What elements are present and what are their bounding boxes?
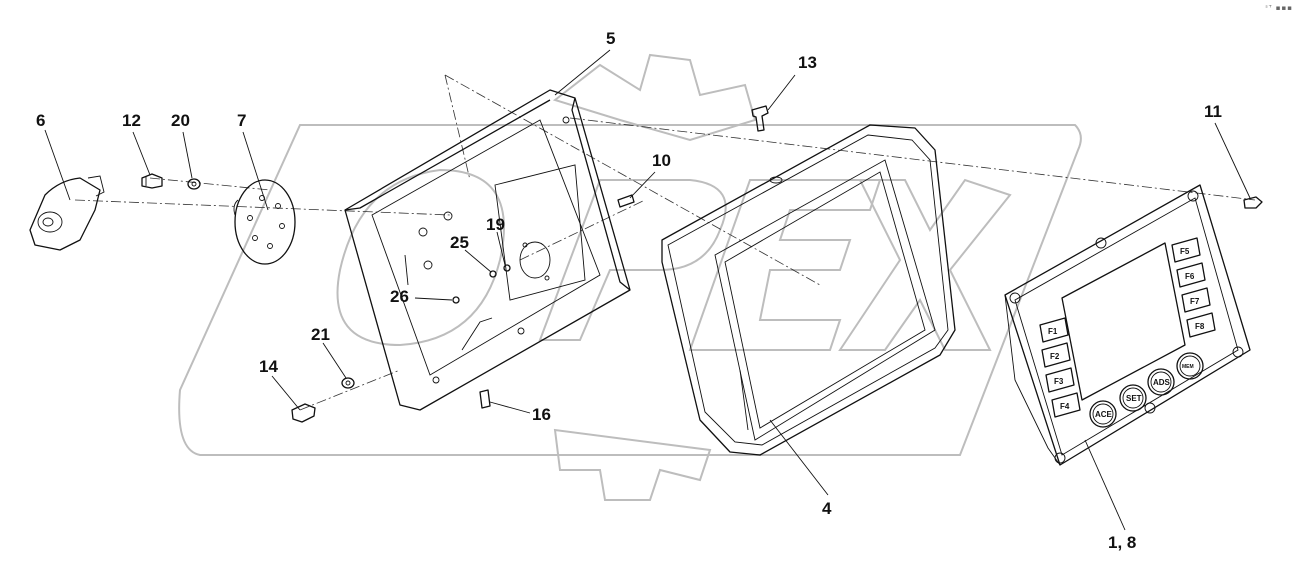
f7-key[interactable]: F7 (1181, 287, 1211, 313)
callout-1-8: 1, 8 (1108, 533, 1136, 552)
callout-13: 13 (798, 53, 817, 72)
part-26-nut (452, 296, 460, 304)
svg-text:SET: SET (1126, 394, 1142, 403)
ads-button[interactable]: ADS (1147, 368, 1175, 396)
callout-14: 14 (259, 357, 278, 376)
part-19-nut (503, 264, 511, 272)
svg-text:F5: F5 (1180, 247, 1190, 256)
part-6-mount-knob (29, 175, 105, 251)
callout-5: 5 (606, 29, 615, 48)
part-4-display-bezel (661, 124, 956, 456)
corner-mark: ˢᵀ ▪▪▪ (1265, 4, 1293, 12)
f8-key[interactable]: F8 (1186, 312, 1216, 338)
part-5-housing-frame (344, 89, 631, 411)
svg-text:ADS: ADS (1153, 378, 1171, 387)
part-16-screw (479, 389, 491, 409)
svg-text:F1: F1 (1048, 327, 1058, 336)
part-21-washer (341, 377, 355, 389)
callout-labels: 5 13 11 6 12 20 7 10 19 25 26 21 14 16 4… (36, 29, 1222, 552)
callout-12: 12 (122, 111, 141, 130)
set-button[interactable]: SET (1119, 384, 1147, 412)
svg-text:F6: F6 (1185, 272, 1195, 281)
assembly-axes (74, 74, 1256, 411)
callout-7: 7 (237, 111, 246, 130)
svg-text:F2: F2 (1050, 352, 1060, 361)
f6-key[interactable]: F6 (1176, 262, 1206, 288)
callout-20: 20 (171, 111, 190, 130)
callout-25: 25 (450, 233, 469, 252)
f4-key[interactable]: F4 (1051, 392, 1081, 418)
mem-button[interactable]: MEM (1176, 352, 1204, 380)
svg-text:F7: F7 (1190, 297, 1200, 306)
part-13-screw (751, 105, 769, 132)
watermark-logo (178, 53, 1082, 501)
part-10-screw (617, 194, 635, 208)
svg-text:ACE: ACE (1095, 410, 1113, 419)
f5-key[interactable]: F5 (1171, 237, 1201, 263)
part-11-screw (1243, 196, 1263, 209)
callout-26: 26 (390, 287, 409, 306)
part-20-washer (187, 178, 201, 190)
f3-key[interactable]: F3 (1045, 367, 1075, 393)
svg-text:F4: F4 (1060, 402, 1070, 411)
callout-4: 4 (822, 499, 832, 518)
callout-21: 21 (311, 325, 330, 344)
ace-button[interactable]: ACE (1089, 400, 1117, 428)
callout-19: 19 (486, 215, 505, 234)
svg-text:F3: F3 (1054, 377, 1064, 386)
svg-text:MEM: MEM (1182, 364, 1194, 370)
part-25-nut (489, 270, 497, 278)
part-1-8-control-panel: F1 F2 F3 F4 F5 F6 F7 F8 (1004, 184, 1251, 466)
leader-lines (44, 49, 1251, 531)
callout-11: 11 (1204, 102, 1222, 121)
part-12-screw (141, 173, 163, 189)
f1-key[interactable]: F1 (1039, 317, 1069, 343)
part-7-round-plate (233, 179, 296, 265)
callout-10: 10 (652, 151, 671, 170)
callout-16: 16 (532, 405, 551, 424)
svg-text:F8: F8 (1195, 322, 1205, 331)
part-14-screw (291, 403, 316, 423)
f2-key[interactable]: F2 (1041, 342, 1071, 368)
callout-6: 6 (36, 111, 45, 130)
